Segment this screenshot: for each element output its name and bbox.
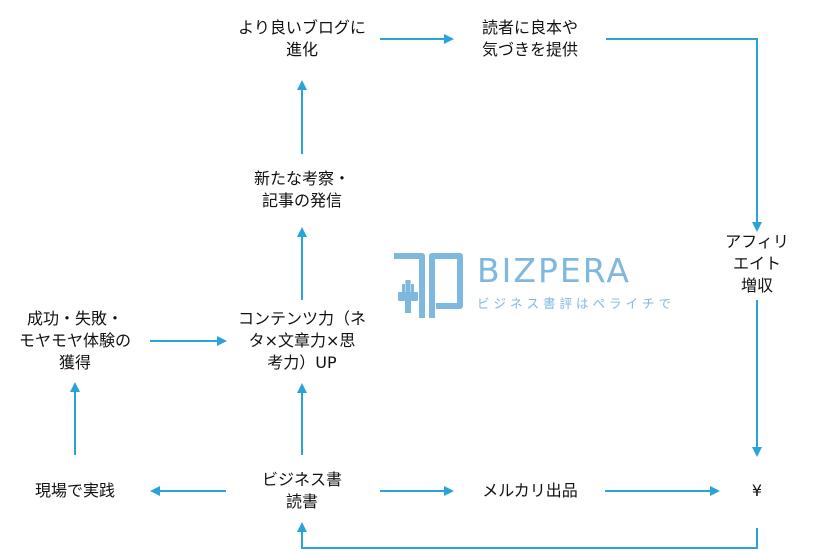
node-provide-books: 読者に良本や 気づきを提供	[481, 18, 579, 59]
logo-tagline: ビジネス書評はペライチで	[477, 296, 675, 311]
arrowhead	[444, 34, 454, 44]
node-better-blog: より良いブログに 進化	[238, 18, 366, 59]
node-experience: 成功・失敗・ モヤモヤ体験の 獲得	[18, 309, 132, 372]
arrowhead	[297, 227, 307, 237]
arrowhead	[217, 336, 227, 346]
arrowhead	[297, 80, 307, 90]
arrows	[70, 34, 762, 549]
logo-name: BIZPERA	[477, 251, 631, 290]
arrowhead	[70, 382, 80, 392]
arrowhead	[297, 383, 307, 393]
node-mercari: メルカリ出品	[482, 481, 578, 500]
arrowhead	[752, 222, 762, 232]
node-affiliate: アフィリエイト 増収	[725, 232, 789, 295]
arrow-yen-to-reading	[301, 528, 758, 549]
arrowhead	[150, 486, 160, 496]
node-content-power: コンテンツ力（ネ タ×文章力×思 考力）UP	[237, 309, 367, 372]
arrowhead	[297, 522, 307, 532]
arrow-provide-to-affiliate	[606, 38, 758, 222]
node-reading: ビジネス書 読書	[261, 470, 343, 511]
node-new-insights: 新たな考察・ 記事の発信	[253, 169, 351, 210]
arrowhead	[444, 486, 454, 496]
arrowhead	[752, 447, 762, 457]
bizpera-logo: BIZPERA ビジネス書評はペライチで	[394, 251, 675, 318]
arrowhead	[710, 486, 720, 496]
plug-icon	[398, 284, 418, 313]
node-yen: ¥	[751, 481, 763, 500]
node-practice: 現場で実践	[34, 481, 116, 500]
